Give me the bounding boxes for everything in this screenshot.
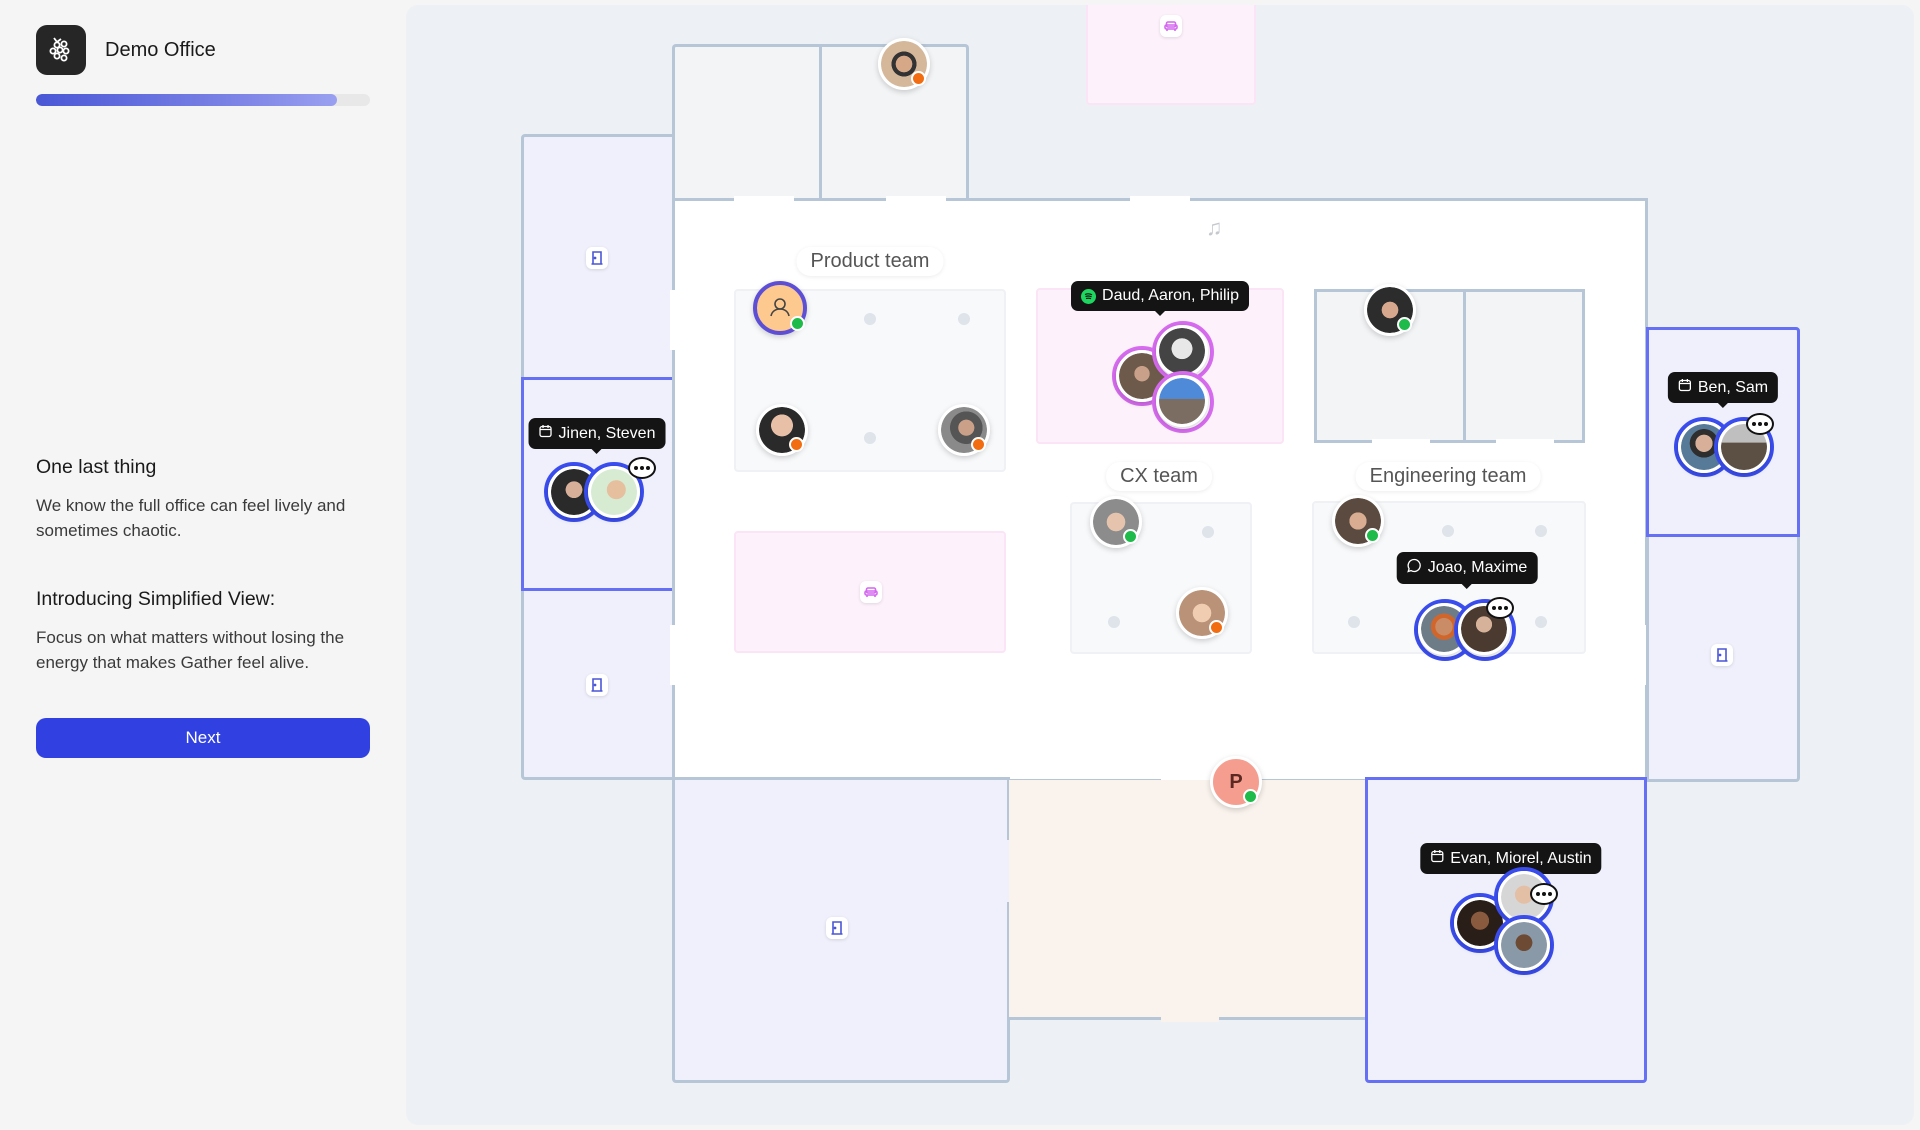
workspace-header: Demo Office (36, 25, 216, 75)
intro-body: We know the full office can feel lively … (36, 496, 346, 540)
group-tooltip-spotify: Daud, Aaron, Philip (1071, 281, 1249, 316)
door-icon (826, 917, 848, 939)
simplified-view-body: Focus on what matters without losing the… (36, 628, 345, 672)
onboarding-sidebar: Demo Office One last thing We know the f… (0, 0, 405, 1130)
couch-icon (1160, 15, 1182, 37)
avatar[interactable] (1364, 284, 1416, 336)
simplified-view-section: Introducing Simplified View: Focus on wh… (36, 588, 376, 675)
empty-seat[interactable] (958, 313, 970, 325)
music-note-icon: ♫ (1206, 215, 1223, 240)
empty-seat[interactable] (1535, 616, 1547, 628)
avatar[interactable] (1156, 375, 1208, 427)
empty-seat[interactable] (1348, 616, 1360, 628)
avatar[interactable] (1156, 325, 1208, 377)
doorway (670, 290, 676, 350)
online-status-icon (1397, 317, 1412, 332)
headphones-status-icon (911, 71, 926, 86)
avatar[interactable] (878, 38, 930, 90)
group-label: Daud, Aaron, Philip (1102, 287, 1239, 304)
door-icon (1711, 644, 1733, 666)
online-status-icon (1243, 789, 1258, 804)
avatar[interactable] (1498, 919, 1550, 971)
empty-seat[interactable] (864, 432, 876, 444)
avatar-initial: P (1229, 770, 1243, 793)
headphones-status-icon (971, 437, 986, 452)
couch-icon (860, 581, 882, 603)
focus-room-2[interactable] (1463, 289, 1585, 443)
online-status-icon (790, 316, 805, 331)
group-label: Joao, Maxime (1427, 559, 1528, 576)
team-label-cx: CX team (1106, 462, 1212, 491)
grapes-logo-icon (36, 25, 86, 75)
empty-seat[interactable] (1442, 525, 1454, 537)
team-label-engineering: Engineering team (1355, 462, 1541, 491)
onboarding-progress-bar (36, 94, 370, 106)
door-icon (586, 674, 608, 696)
kitchen-room[interactable] (1009, 780, 1366, 1020)
next-button[interactable]: Next (36, 718, 370, 758)
chat-icon (1407, 558, 1422, 578)
empty-seat[interactable] (1108, 616, 1120, 628)
workspace-name: Demo Office (105, 38, 216, 61)
door-icon (586, 247, 608, 269)
team-label-product: Product team (796, 247, 944, 276)
online-status-icon (1123, 529, 1138, 544)
doorway (1161, 1016, 1219, 1022)
typing-bubble-icon (628, 457, 656, 479)
group-label: Evan, Miorel, Austin (1450, 849, 1592, 867)
doorway (1130, 196, 1190, 202)
headphones-status-icon (789, 437, 804, 452)
empty-seat[interactable] (1535, 525, 1547, 537)
spotify-icon (1081, 288, 1097, 304)
calendar-icon (1678, 378, 1692, 397)
doorway (1496, 439, 1554, 444)
group-tooltip-meeting-left: Jinen, Steven (528, 418, 666, 454)
doorway (886, 196, 946, 202)
calendar-icon (539, 424, 553, 443)
calendar-icon (1430, 849, 1444, 868)
empty-seat[interactable] (1202, 526, 1214, 538)
office-top-left[interactable] (672, 44, 822, 204)
group-tooltip-chat: Joao, Maxime (1396, 552, 1538, 589)
typing-bubble-icon (1746, 413, 1774, 435)
group-label: Jinen, Steven (558, 424, 656, 442)
doorway (1372, 439, 1430, 444)
simplified-view-title: Introducing Simplified View: (36, 588, 276, 610)
headphones-status-icon (1209, 620, 1224, 635)
group-label: Ben, Sam (1697, 378, 1769, 396)
intro-title: One last thing (36, 456, 157, 478)
avatar[interactable] (588, 466, 640, 518)
intro-section: One last thing We know the full office c… (36, 456, 376, 543)
doorway (670, 625, 676, 685)
office-map[interactable]: ♫ Product team Daud, Aaron, Philip CX te (406, 5, 1914, 1125)
typing-bubble-icon (1486, 597, 1514, 619)
doorway (734, 196, 794, 202)
group-tooltip-meeting-right: Ben, Sam (1667, 372, 1779, 408)
online-status-icon (1365, 528, 1380, 543)
progress-fill (36, 94, 337, 106)
empty-seat[interactable] (864, 313, 876, 325)
typing-bubble-icon (1530, 883, 1558, 905)
